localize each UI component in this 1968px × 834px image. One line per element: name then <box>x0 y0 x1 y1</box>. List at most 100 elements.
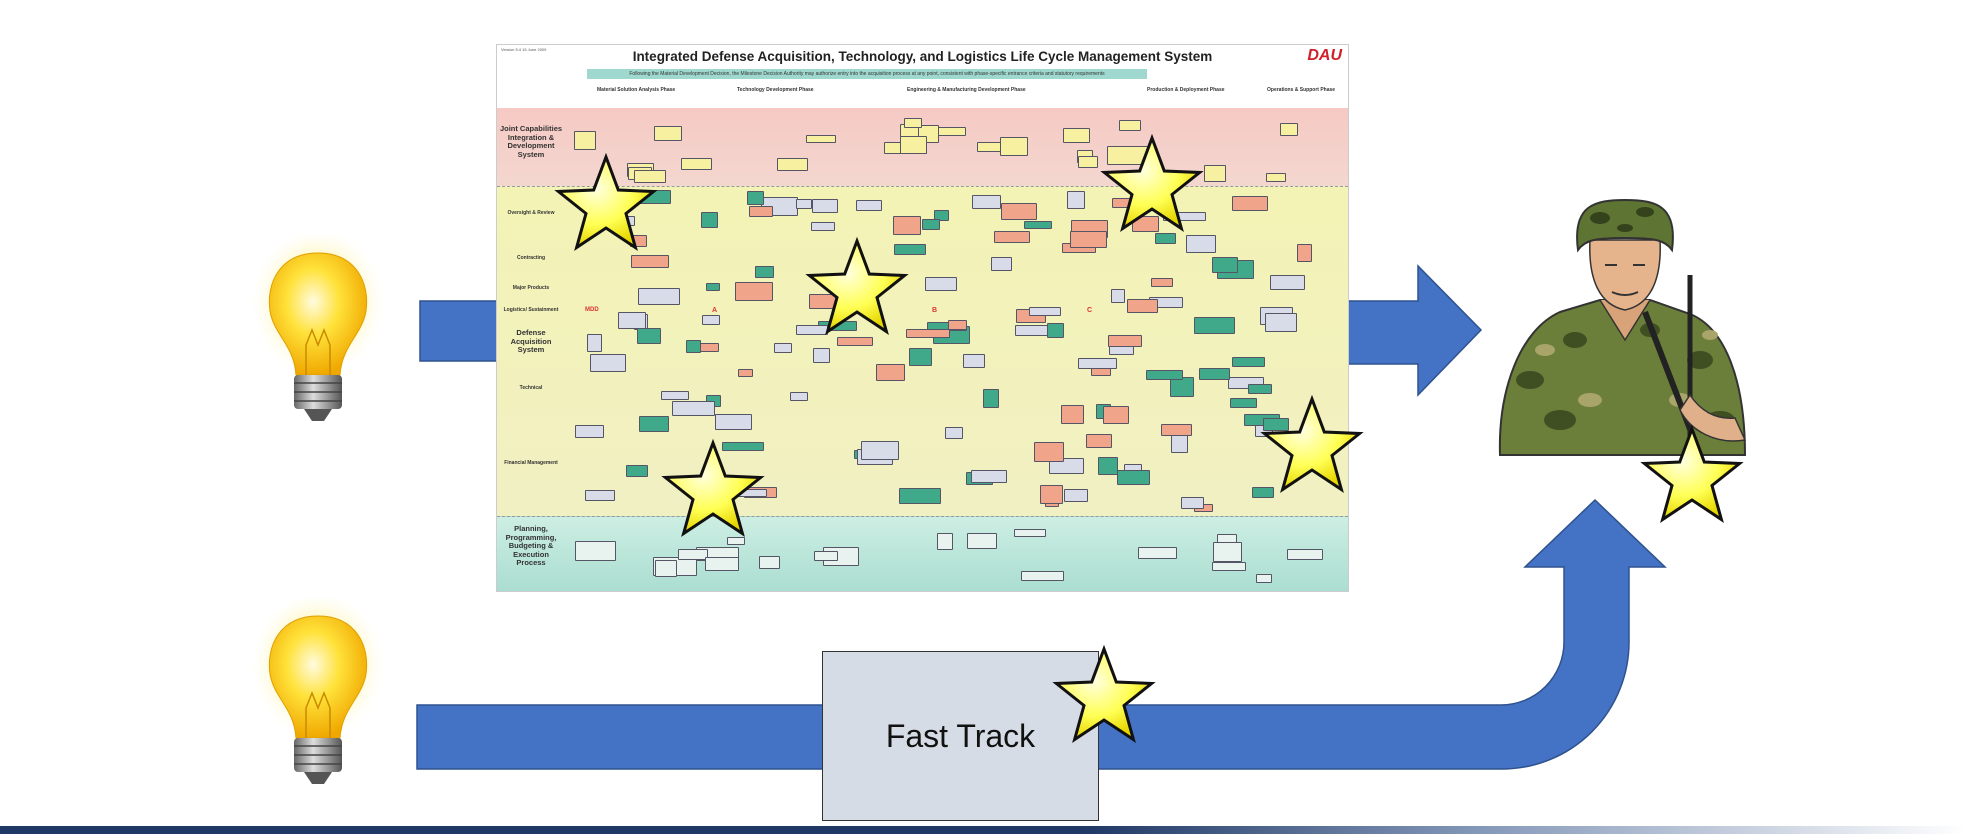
process-box <box>1286 548 1323 560</box>
process-box <box>681 158 712 171</box>
process-box <box>789 391 809 402</box>
process-box <box>636 190 671 204</box>
process-box <box>900 135 928 154</box>
process-box <box>590 354 626 373</box>
process-box <box>755 265 774 278</box>
phase-os: Operations & Support Phase <box>1267 87 1336 93</box>
process-box <box>748 205 774 217</box>
chart-subtitle: Following the Material Development Decis… <box>587 69 1147 79</box>
process-box <box>813 551 839 562</box>
process-box <box>994 231 1030 243</box>
phase-pd: Production & Deployment Phase <box>1147 87 1225 93</box>
phase-msa: Material Solution Analysis Phase <box>597 87 676 93</box>
process-box <box>773 343 793 354</box>
process-box <box>944 426 963 439</box>
process-box <box>596 215 635 226</box>
process-box <box>1186 234 1217 253</box>
process-box <box>1137 546 1177 560</box>
ppbe-band <box>497 516 1348 591</box>
process-box <box>574 130 597 151</box>
top-arrow-head <box>1344 264 1483 397</box>
process-box <box>705 556 739 571</box>
process-box <box>924 276 958 292</box>
process-box <box>1256 573 1273 584</box>
process-box <box>805 134 837 144</box>
process-box <box>1266 173 1286 183</box>
process-box <box>1116 470 1151 486</box>
row-contracting: Contracting <box>516 255 546 261</box>
acquisition-lifecycle-chart: Version 5.4 15 June 2009 Integrated Defe… <box>496 44 1349 592</box>
process-box <box>971 195 1001 209</box>
process-box <box>637 287 681 305</box>
process-box <box>1063 128 1090 143</box>
process-box <box>677 548 709 560</box>
dau-logo: DAU <box>1307 47 1342 64</box>
row-jcids: Joint Capabilities Integration & Develop… <box>499 124 563 159</box>
process-box <box>1033 442 1065 463</box>
lightbulb-icon-bottom <box>248 598 388 785</box>
milestone-b: B <box>932 307 938 314</box>
process-box <box>937 532 953 551</box>
milestone-a: A <box>712 307 718 314</box>
process-box <box>638 415 669 432</box>
process-box <box>1098 457 1119 475</box>
process-box <box>1145 369 1184 380</box>
process-box <box>1077 155 1099 169</box>
row-ppbe: Planning, Programming, Budgeting & Execu… <box>505 524 557 567</box>
process-box <box>1107 334 1142 348</box>
process-box <box>574 541 616 561</box>
process-box <box>1194 317 1236 334</box>
process-box <box>856 200 883 211</box>
process-box <box>738 368 753 377</box>
process-box <box>1297 244 1313 263</box>
process-box <box>947 319 967 330</box>
row-oversight: Oversight & Review <box>507 210 555 216</box>
process-box <box>727 537 746 546</box>
fast-track-box: Fast Track <box>822 651 1099 821</box>
process-box <box>1046 322 1065 338</box>
process-box <box>1040 484 1063 505</box>
process-box <box>1021 571 1064 581</box>
process-box <box>990 256 1013 271</box>
process-box <box>660 390 690 400</box>
process-box <box>1212 562 1247 572</box>
row-logistics: Logistics/ Sustainment <box>503 307 559 313</box>
soldier-illustration <box>1498 198 1747 457</box>
process-box <box>1252 486 1274 499</box>
process-box <box>1013 528 1046 537</box>
process-box <box>899 487 941 504</box>
process-box <box>1150 277 1173 287</box>
process-box <box>1023 221 1052 230</box>
process-box <box>1213 542 1243 562</box>
process-box <box>734 281 773 302</box>
process-box <box>813 347 831 363</box>
process-box <box>1170 435 1189 454</box>
process-box <box>685 339 702 354</box>
process-box <box>1162 211 1206 221</box>
process-box <box>1227 377 1264 389</box>
process-box <box>908 348 933 366</box>
process-box <box>1085 434 1113 449</box>
row-technical: Technical <box>519 385 543 391</box>
process-box <box>1070 231 1108 248</box>
process-box <box>795 199 812 210</box>
process-box <box>1028 306 1062 316</box>
process-box <box>1230 398 1257 408</box>
process-box <box>746 191 764 206</box>
process-box <box>1280 123 1298 137</box>
process-box <box>776 158 809 172</box>
process-box <box>1000 203 1038 220</box>
process-box <box>636 327 661 344</box>
process-box <box>1269 275 1306 291</box>
process-box <box>1204 165 1227 183</box>
process-box <box>1000 137 1029 156</box>
process-box <box>970 469 1007 483</box>
process-box <box>759 556 781 569</box>
process-box <box>655 560 677 577</box>
process-box <box>672 400 715 416</box>
process-box <box>1262 417 1290 432</box>
process-box <box>631 255 670 269</box>
process-box <box>1181 497 1205 510</box>
process-box <box>1127 298 1159 313</box>
process-box <box>893 243 927 255</box>
